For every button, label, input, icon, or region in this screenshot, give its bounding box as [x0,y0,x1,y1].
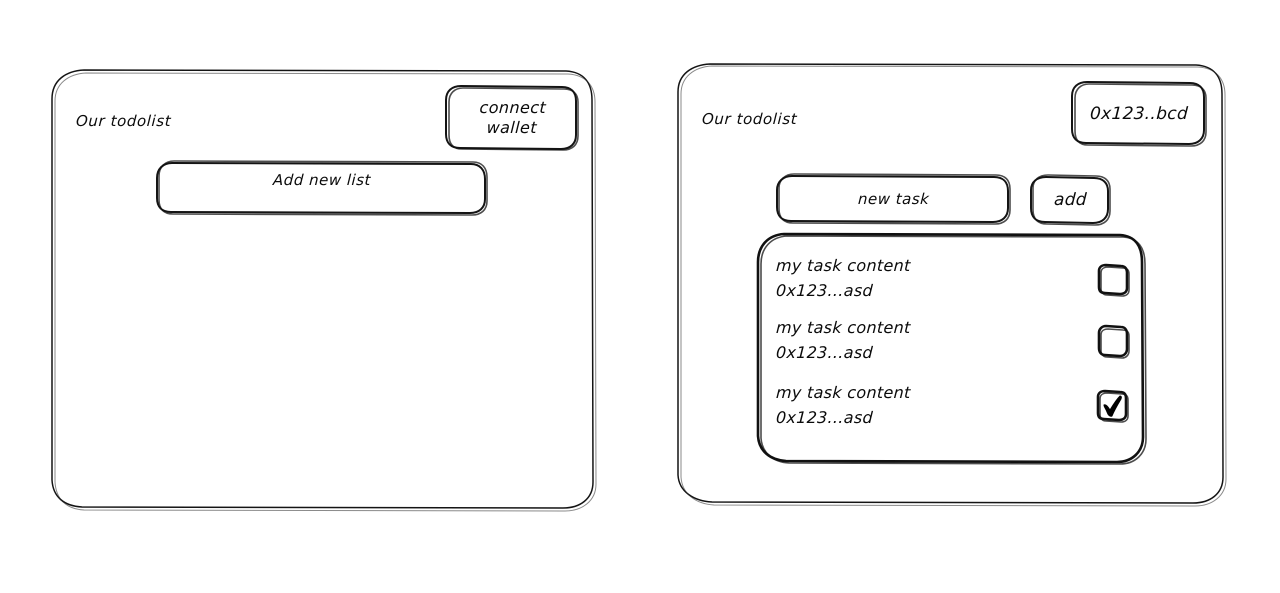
add-new-list-input[interactable]: Add new list [157,161,487,215]
task-content: my task content [775,383,912,402]
add-task-button-label: add [1053,190,1088,210]
right-page-title: Our todolist [701,110,798,128]
task-list-item[interactable]: my task content 0x123...asd [758,318,1146,374]
wallet-address-label: 0x123..bcd [1089,104,1189,124]
left-page-title: Our todolist [75,112,172,130]
task-address: 0x123...asd [775,281,874,300]
add-task-button[interactable]: add [1031,175,1110,225]
task-checkbox[interactable] [1097,285,1129,317]
task-list-item[interactable]: my task content 0x123...asd [758,256,1146,312]
connect-wallet-button-label: connect wallet [478,98,547,137]
task-checkbox-checked[interactable] [1096,412,1128,444]
connect-wallet-button[interactable]: connect wallet [446,86,578,150]
new-task-input[interactable]: new task [777,174,1010,224]
task-content: my task content [775,256,912,275]
task-address: 0x123...asd [775,408,874,427]
task-list: my task content 0x123...asd my task cont… [758,234,1146,464]
task-address: 0x123...asd [775,343,874,362]
task-list-item[interactable]: my task content 0x123...asd [758,383,1146,439]
task-checkbox[interactable] [1097,347,1129,379]
new-task-input-value: new task [857,190,930,208]
wallet-address-badge[interactable]: 0x123..bcd [1072,82,1206,146]
task-content: my task content [775,318,912,337]
add-new-list-label: Add new list [272,171,372,189]
